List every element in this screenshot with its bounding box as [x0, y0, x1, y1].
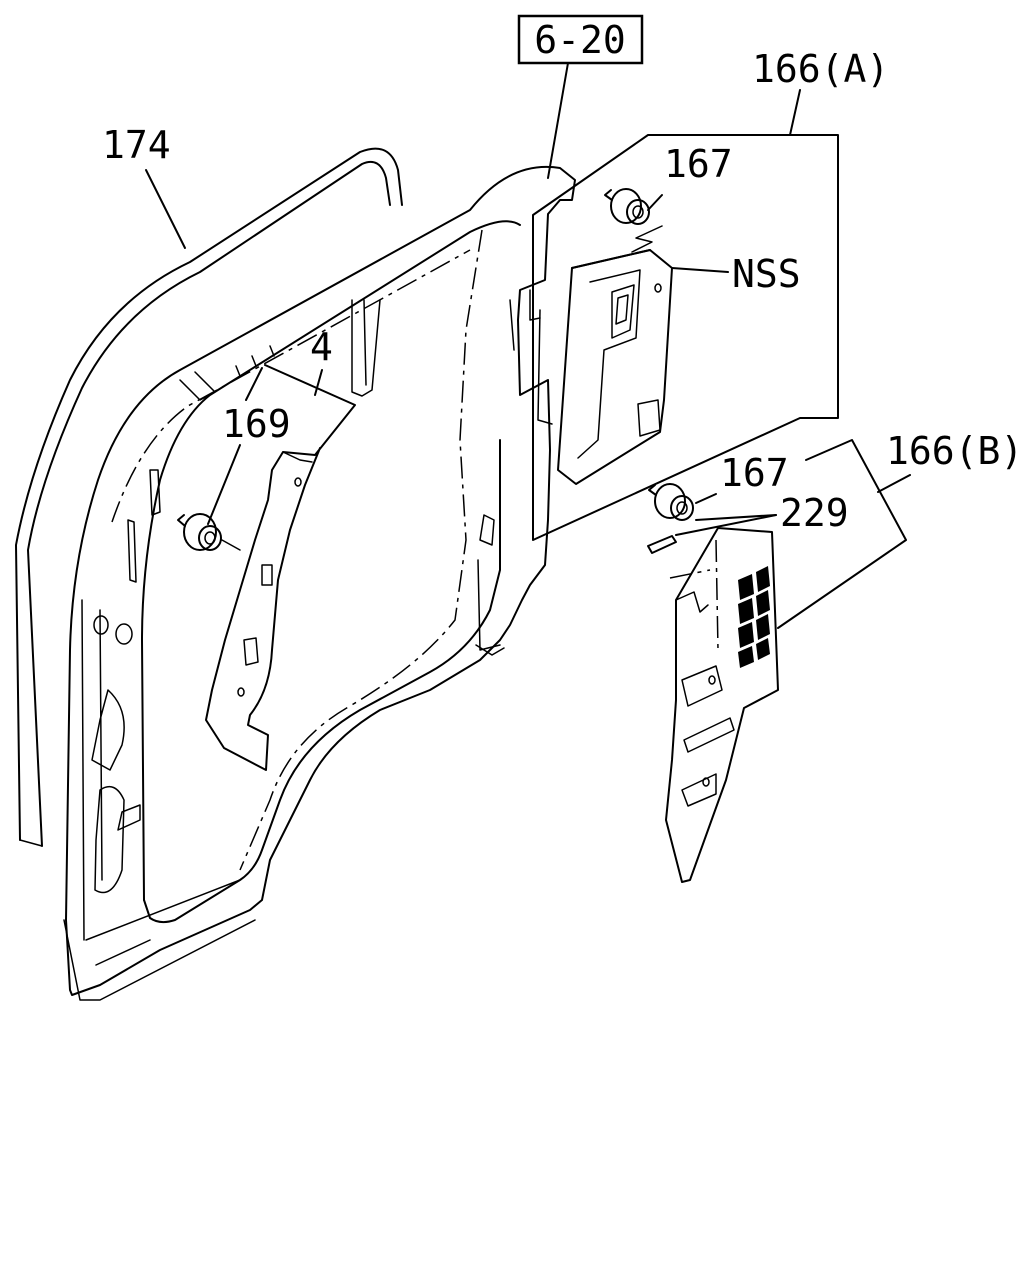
label-nss[interactable]: NSS [732, 252, 801, 296]
leader-line-166a [789, 89, 801, 136]
zigzag-167a [631, 225, 663, 253]
clip-169 [177, 513, 241, 551]
pillar-trim-4 [205, 364, 356, 771]
nss-trim-panel [537, 249, 673, 485]
leader-line-167a [647, 194, 663, 211]
clip-167b [648, 483, 694, 521]
clip-167a [604, 188, 650, 225]
callout-166a [532, 134, 839, 541]
leader-line-nss [671, 267, 729, 273]
weatherstrip-174 [15, 147, 403, 847]
reference-box[interactable]: 6-20 [517, 14, 644, 65]
label-4[interactable]: 4 [310, 325, 333, 369]
leader-line-4-b [245, 367, 263, 401]
leader-line-4 [314, 369, 323, 396]
leader-line-174 [145, 169, 186, 249]
reference-box-label: 6-20 [534, 18, 626, 62]
label-167b[interactable]: 167 [720, 451, 789, 495]
label-166a[interactable]: 166(A) [752, 47, 889, 91]
leader-line-229 [675, 514, 777, 536]
label-174[interactable]: 174 [102, 123, 171, 167]
label-169[interactable]: 169 [222, 402, 291, 446]
leader-line-169 [207, 444, 241, 525]
leader-line-ref [547, 62, 569, 179]
label-166b[interactable]: 166(B) [886, 429, 1023, 473]
leader-line-167b [695, 493, 717, 504]
callout-166b [777, 439, 907, 629]
door-inner-panel [63, 166, 576, 1001]
leader-line-229-b [695, 514, 777, 521]
leader-line-166b [877, 474, 911, 493]
label-167a[interactable]: 167 [664, 142, 733, 186]
lower-trim-panel [665, 527, 779, 883]
label-229[interactable]: 229 [780, 491, 849, 535]
spacer-229 [647, 535, 677, 554]
